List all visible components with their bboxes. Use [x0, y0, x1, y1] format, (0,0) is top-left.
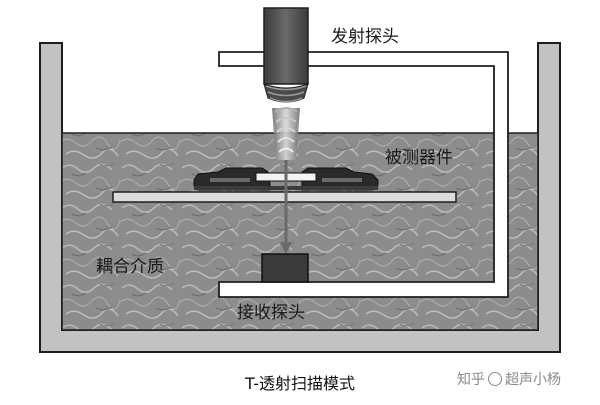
watermark-prefix: 知乎 — [457, 372, 485, 388]
watermark-author: 超声小杨 — [505, 372, 561, 388]
figure-caption: T-透射扫描模式 — [244, 374, 356, 393]
coupling-medium-label: 耦合介质 — [96, 257, 164, 277]
coupling-medium — [61, 132, 539, 331]
transmit-probe — [263, 7, 309, 103]
device-under-test-label: 被测器件 — [385, 148, 453, 168]
watermark: 知乎 超声小杨 — [457, 369, 561, 389]
ultrasonic-beam — [272, 107, 300, 254]
at-icon — [488, 372, 502, 386]
transmit-probe-label: 发射探头 — [331, 27, 399, 47]
scanner-arm — [218, 51, 509, 298]
receive-probe — [261, 253, 309, 283]
receive-probe-label: 接收探头 — [237, 303, 305, 323]
